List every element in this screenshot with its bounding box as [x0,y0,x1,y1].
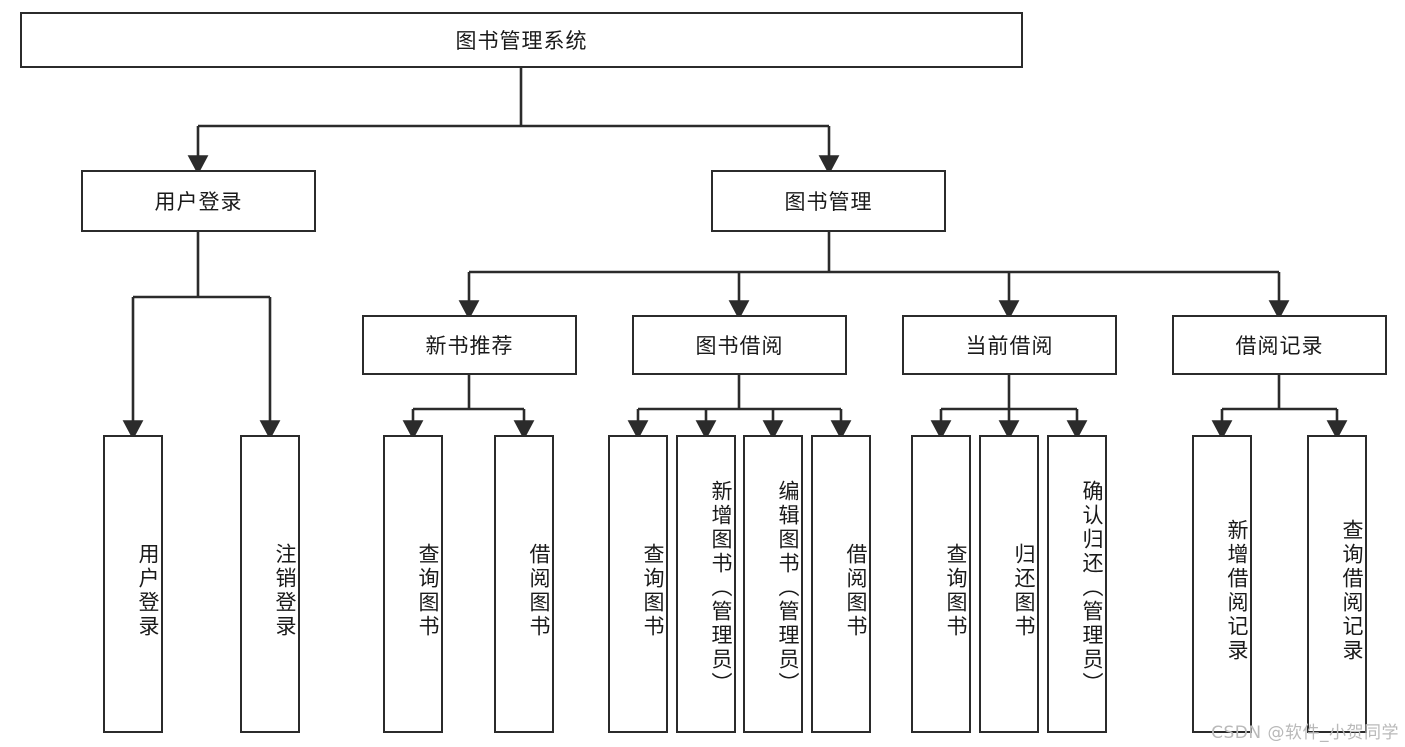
node-current-borrow[interactable]: 当前借阅 [902,315,1117,375]
leaf-edit-book-admin[interactable]: 编辑图书（管理员） [743,435,803,733]
leaf-query-book-current-label: 查询图书 [944,543,968,639]
node-user-login-label: 用户登录 [154,190,243,214]
leaf-edit-book-admin-label: 编辑图书（管理员） [776,480,800,696]
node-user-login[interactable]: 用户登录 [81,170,316,232]
node-new-book-recommend-label: 新书推荐 [425,334,514,358]
leaf-borrow-book[interactable]: 借阅图书 [811,435,871,733]
leaf-query-borrow-record[interactable]: 查询借阅记录 [1307,435,1367,733]
leaf-query-borrow-record-label: 查询借阅记录 [1340,519,1364,663]
leaf-query-book-borrow-label: 查询图书 [641,543,665,639]
node-root-label: 图书管理系统 [455,29,588,53]
node-book-manage[interactable]: 图书管理 [711,170,946,232]
node-borrow-record-label: 借阅记录 [1235,334,1324,358]
leaf-confirm-return-admin-label: 确认归还（管理员） [1080,480,1104,696]
leaf-query-book-recommend[interactable]: 查询图书 [383,435,443,733]
node-book-borrow[interactable]: 图书借阅 [632,315,847,375]
leaf-borrow-book-recommend[interactable]: 借阅图书 [494,435,554,733]
node-current-borrow-label: 当前借阅 [965,334,1054,358]
leaf-confirm-return-admin[interactable]: 确认归还（管理员） [1047,435,1107,733]
node-book-borrow-label: 图书借阅 [695,334,784,358]
leaf-return-book[interactable]: 归还图书 [979,435,1039,733]
node-root[interactable]: 图书管理系统 [20,12,1023,68]
leaf-logout-label: 注销登录 [273,543,297,639]
leaf-borrow-book-recommend-label: 借阅图书 [527,543,551,639]
leaf-return-book-label: 归还图书 [1012,543,1036,639]
leaf-borrow-book-label: 借阅图书 [844,543,868,639]
leaf-add-book-admin-label: 新增图书（管理员） [709,480,733,696]
leaf-query-book-borrow[interactable]: 查询图书 [608,435,668,733]
leaf-user-login-label: 用户登录 [136,543,160,639]
leaf-add-borrow-record-label: 新增借阅记录 [1225,519,1249,663]
node-new-book-recommend[interactable]: 新书推荐 [362,315,577,375]
leaf-logout[interactable]: 注销登录 [240,435,300,733]
leaf-query-book-current[interactable]: 查询图书 [911,435,971,733]
leaf-query-book-recommend-label: 查询图书 [416,543,440,639]
leaf-add-borrow-record[interactable]: 新增借阅记录 [1192,435,1252,733]
watermark: CSDN @软件_小贺同学 [1211,723,1399,743]
node-book-manage-label: 图书管理 [784,190,873,214]
leaf-user-login[interactable]: 用户登录 [103,435,163,733]
leaf-add-book-admin[interactable]: 新增图书（管理员） [676,435,736,733]
node-borrow-record[interactable]: 借阅记录 [1172,315,1387,375]
